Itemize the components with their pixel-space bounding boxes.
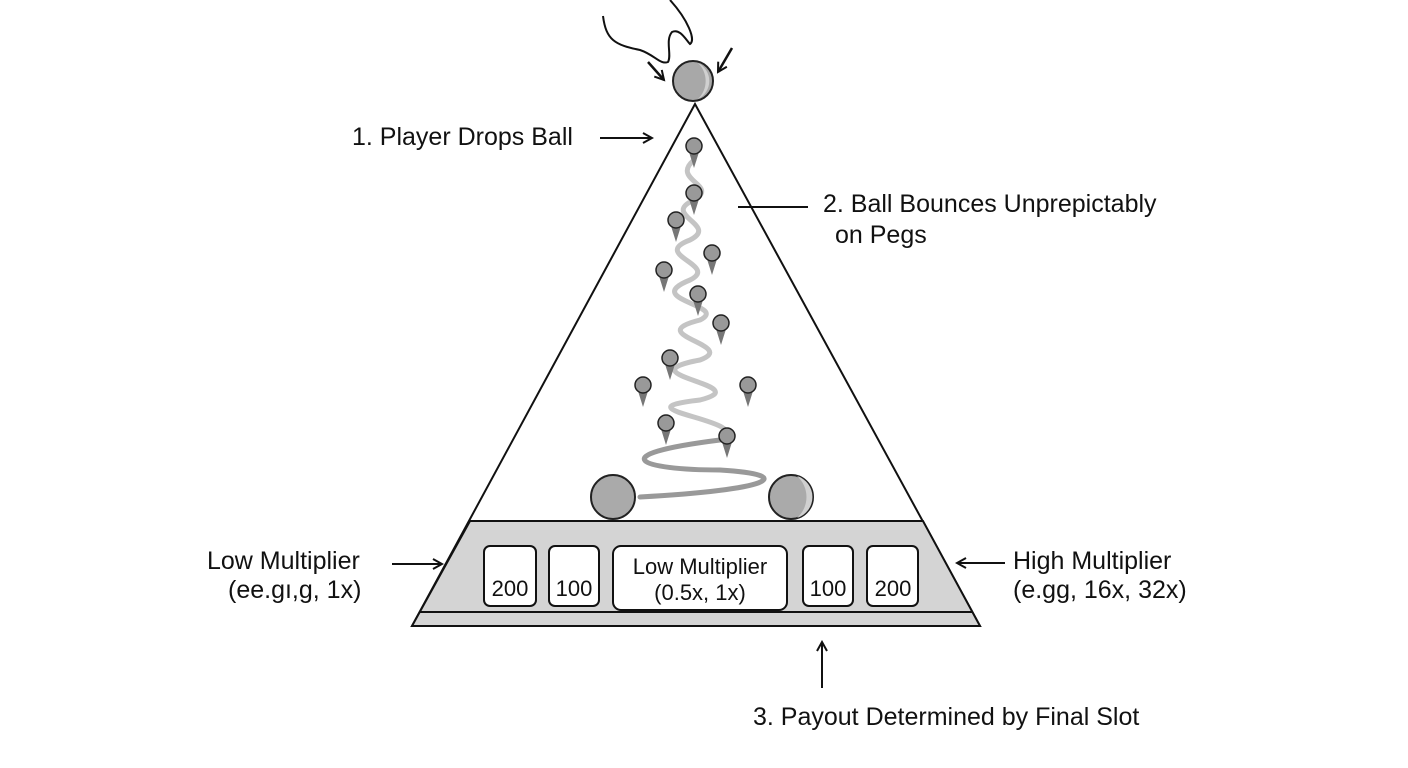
- peg: [685, 184, 703, 202]
- ball-right: [768, 474, 814, 520]
- peg-stem: [689, 152, 699, 168]
- high-multiplier-example: (e.gg, 16x, 32x): [1013, 576, 1187, 604]
- peg: [703, 244, 721, 262]
- ball-left: [590, 474, 636, 520]
- peg-stem: [707, 259, 717, 275]
- slot-value: 200: [492, 576, 529, 601]
- slot-1: 200: [483, 545, 537, 607]
- slot-center: Low Multiplier (0.5x, 1x): [612, 545, 788, 611]
- peg: [655, 261, 673, 279]
- peg: [661, 349, 679, 367]
- drop-arrow-left: [647, 61, 664, 80]
- high-multiplier-label: High Multiplier: [1013, 547, 1171, 575]
- peg-stem: [716, 329, 726, 345]
- peg: [739, 376, 757, 394]
- slot-4: 100: [802, 545, 854, 607]
- slot-value: 200: [875, 576, 912, 601]
- low-multiplier-example: (ee.gı,g, 1x): [228, 576, 361, 604]
- slot-value: 100: [556, 576, 593, 601]
- peg-stem: [659, 276, 669, 292]
- peg: [718, 427, 736, 445]
- slot-subvalue: (0.5x, 1x): [654, 580, 746, 605]
- low-multiplier-label: Low Multiplier: [207, 547, 360, 575]
- slot-value: Low Multiplier: [633, 554, 768, 579]
- pegs: [634, 137, 757, 458]
- slot-value: 100: [810, 576, 847, 601]
- peg-stem: [671, 226, 681, 242]
- ball-path: [668, 157, 730, 443]
- peg: [667, 211, 685, 229]
- peg-stem: [665, 364, 675, 380]
- step1-label: 1. Player Drops Ball: [352, 123, 573, 151]
- peg: [689, 285, 707, 303]
- peg: [685, 137, 703, 155]
- step2-label: 2. Ball Bounces Unprepictably: [823, 190, 1157, 218]
- step3-label: 3. Payout Determined by Final Slot: [753, 703, 1139, 731]
- peg-stem: [661, 429, 671, 445]
- drop-arrow-right: [716, 47, 734, 72]
- peg-stem: [722, 442, 732, 458]
- peg-stem: [693, 300, 703, 316]
- peg: [712, 314, 730, 332]
- peg: [634, 376, 652, 394]
- step2-label-cont: on Pegs: [835, 221, 927, 249]
- peg-stem: [689, 199, 699, 215]
- peg-stem: [638, 391, 648, 407]
- hand-icon: [602, 0, 693, 64]
- slot-5: 200: [866, 545, 919, 607]
- slot-2: 100: [548, 545, 600, 607]
- peg-stem: [743, 391, 753, 407]
- peg: [657, 414, 675, 432]
- top-ball: [672, 60, 714, 102]
